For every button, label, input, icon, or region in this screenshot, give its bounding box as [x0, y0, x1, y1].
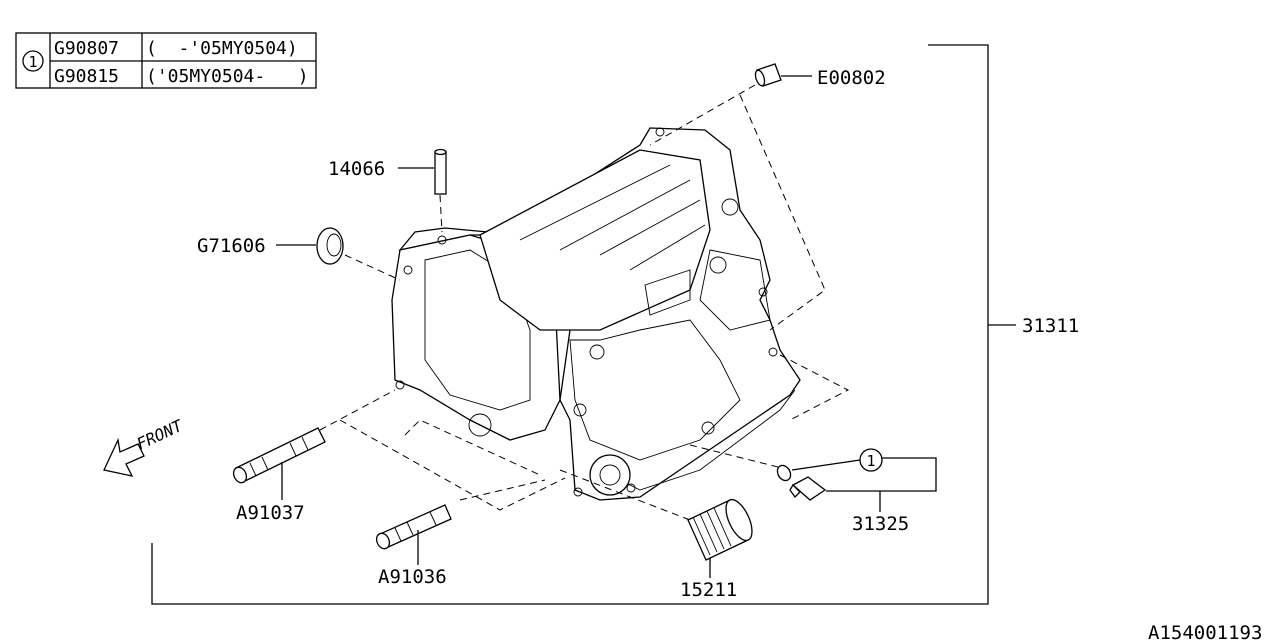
callout-e00802[interactable]: E00802: [817, 67, 886, 89]
callout-31311[interactable]: 31311: [1022, 315, 1079, 337]
part-31325-plug[interactable]: [789, 476, 827, 501]
callout-ref-1[interactable]: 1: [866, 452, 875, 470]
legend-table: 1 G90807 ( -'05MY0504) G90815 ('05MY0504…: [15, 32, 317, 89]
callout-15211[interactable]: 15211: [680, 579, 737, 601]
ref-1-callout-circle: [859, 448, 883, 472]
callout-31325[interactable]: 31325: [852, 513, 909, 535]
part-gasket-ref1[interactable]: [775, 463, 793, 483]
part-a91036[interactable]: [374, 504, 452, 551]
table-part-2: G90815: [54, 66, 119, 87]
assembly-bracket: [151, 44, 989, 605]
table-range-2: ('05MY0504- ): [146, 66, 309, 87]
callout-a91037[interactable]: A91037: [236, 502, 305, 524]
front-direction-arrow: FRONT: [103, 415, 187, 477]
callout-g71606[interactable]: G71606: [197, 235, 266, 257]
svg-text:1: 1: [28, 53, 37, 71]
part-15211[interactable]: [687, 496, 757, 561]
front-label: FRONT: [134, 415, 187, 453]
ref-1-circle: [22, 50, 44, 72]
table-part-1: G90807: [54, 38, 119, 59]
part-a91037[interactable]: [231, 427, 326, 485]
callout-a91036[interactable]: A91036: [378, 566, 447, 588]
part-g71606[interactable]: [316, 227, 344, 265]
diagram-code: A154001193: [1148, 622, 1262, 640]
callout-14066[interactable]: 14066: [328, 158, 385, 180]
table-range-1: ( -'05MY0504): [146, 38, 298, 59]
part-14066[interactable]: [434, 148, 447, 195]
transmission-case[interactable]: [391, 127, 801, 501]
part-e00802[interactable]: [754, 63, 782, 87]
